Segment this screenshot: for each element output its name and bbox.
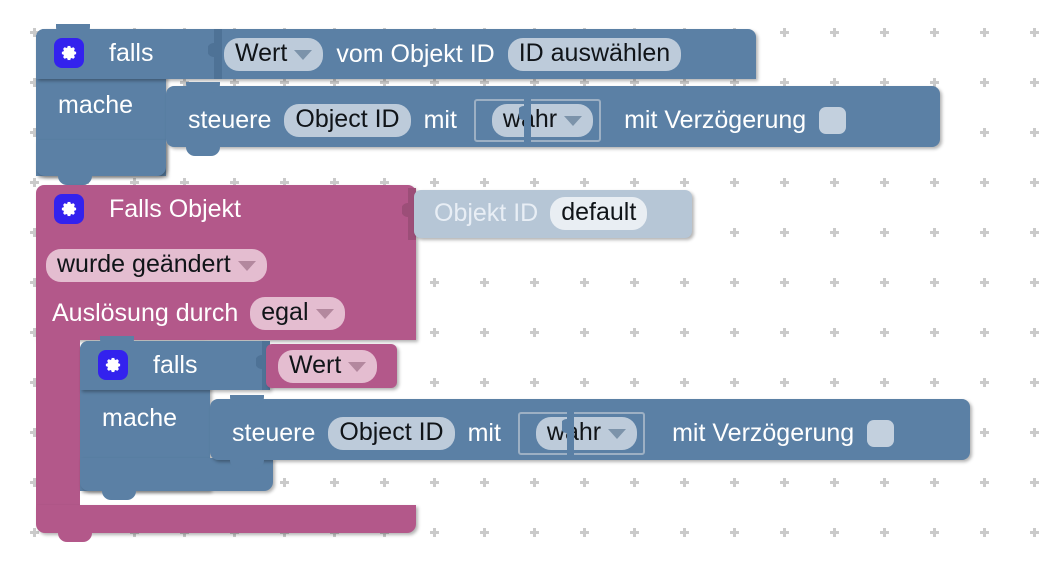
block-if-top-condition: Wert vom Objekt ID ID auswählen bbox=[224, 38, 682, 71]
condition-object-field[interactable]: ID auswählen bbox=[507, 38, 682, 71]
control-value-dropdown[interactable]: wahr bbox=[491, 104, 594, 137]
block-if-top-notch bbox=[56, 24, 90, 36]
condition-value-text: Wert bbox=[235, 39, 288, 67]
control-inner-value-notch bbox=[560, 403, 574, 456]
block-control-top-notch bbox=[186, 82, 220, 93]
control-value-socket[interactable]: wahr bbox=[473, 99, 602, 142]
gear-icon[interactable] bbox=[54, 194, 84, 224]
object-id-value-field[interactable]: default bbox=[550, 197, 648, 230]
gear-icon[interactable] bbox=[54, 38, 84, 68]
block-if-inner-bottom-tab bbox=[102, 487, 136, 500]
block-object-id-content: Objekt ID default bbox=[434, 197, 648, 230]
control-delay-label: mit Verzögerung bbox=[672, 419, 855, 447]
trigger-source-row: Auslösung durch egal bbox=[52, 297, 345, 330]
trigger-source-label: Auslösung durch bbox=[52, 299, 239, 327]
chevron-down-icon bbox=[348, 361, 367, 372]
block-if-top-header: falls bbox=[54, 38, 153, 68]
condition-text-after: vom Objekt ID bbox=[336, 40, 495, 68]
control-object-field[interactable]: Object ID bbox=[328, 417, 455, 450]
control-object-field[interactable]: Object ID bbox=[284, 104, 411, 137]
control-value-text: wahr bbox=[546, 418, 602, 446]
block-trigger-title: Falls Objekt bbox=[109, 194, 241, 223]
control-value-dropdown[interactable]: wahr bbox=[535, 417, 638, 450]
control-with-word: mit bbox=[467, 419, 501, 447]
control-delay-label: mit Verzögerung bbox=[624, 106, 807, 134]
block-control-inner-notch bbox=[230, 395, 264, 406]
condition-value-dropdown[interactable]: Wert bbox=[224, 38, 324, 71]
control-with-word: mit bbox=[423, 106, 457, 134]
block-trigger-bottom-tab bbox=[58, 529, 92, 542]
block-trigger-header: Falls Objekt bbox=[54, 194, 241, 224]
trigger-source-text: egal bbox=[261, 298, 309, 326]
block-if-top-bottom-tab bbox=[58, 172, 92, 185]
block-trigger-foot bbox=[36, 505, 416, 533]
control-top-value-notch bbox=[517, 90, 531, 143]
control-delay-checkbox[interactable] bbox=[819, 107, 847, 134]
block-trigger-left-wall bbox=[36, 335, 80, 510]
block-if-inner-keyword: falls bbox=[153, 350, 198, 379]
trigger-event-row: wurde geändert bbox=[46, 249, 267, 282]
trigger-event-dropdown[interactable]: wurde geändert bbox=[46, 249, 267, 282]
gear-icon[interactable] bbox=[98, 350, 128, 380]
block-control-top-content: steuere Object ID mit wahr mit Verzögeru… bbox=[188, 99, 847, 142]
control-value-socket[interactable]: wahr bbox=[517, 412, 646, 455]
block-if-inner-notch bbox=[100, 336, 134, 348]
control-object-text: Object ID bbox=[339, 418, 444, 446]
chevron-down-icon bbox=[294, 49, 313, 60]
block-control-inner-content: steuere Object ID mit wahr mit Verzögeru… bbox=[232, 412, 895, 455]
control-verb: steuere bbox=[188, 106, 272, 134]
inner-condition-value-dropdown[interactable]: Wert bbox=[278, 350, 378, 383]
block-if-inner-do-keyword: mache bbox=[102, 404, 178, 432]
chevron-down-icon bbox=[564, 115, 583, 126]
block-if-top-keyword: falls bbox=[109, 38, 154, 67]
trigger-object-socket bbox=[401, 188, 416, 240]
chevron-down-icon bbox=[237, 260, 256, 271]
inner-condition-value-text: Wert bbox=[289, 351, 342, 379]
control-verb: steuere bbox=[232, 419, 316, 447]
control-object-text: Object ID bbox=[295, 105, 400, 133]
block-if-top-condition-socket bbox=[208, 29, 222, 79]
object-id-value-text: default bbox=[561, 198, 637, 226]
trigger-event-text: wurde geändert bbox=[57, 250, 231, 278]
condition-object-text: ID auswählen bbox=[518, 39, 671, 67]
control-delay-checkbox[interactable] bbox=[867, 420, 895, 447]
object-id-label: Objekt ID bbox=[434, 199, 539, 227]
block-control-top-bottom-tab bbox=[186, 143, 220, 156]
block-if-top-foot bbox=[36, 140, 166, 176]
block-control-inner-bottom-tab bbox=[230, 456, 264, 469]
chevron-down-icon bbox=[608, 428, 627, 439]
trigger-source-dropdown[interactable]: egal bbox=[250, 297, 345, 330]
chevron-down-icon bbox=[315, 308, 334, 319]
block-if-top-do-keyword: mache bbox=[58, 91, 134, 119]
block-if-inner-header: falls bbox=[98, 350, 197, 380]
block-value-wert-content: Wert bbox=[278, 350, 378, 383]
